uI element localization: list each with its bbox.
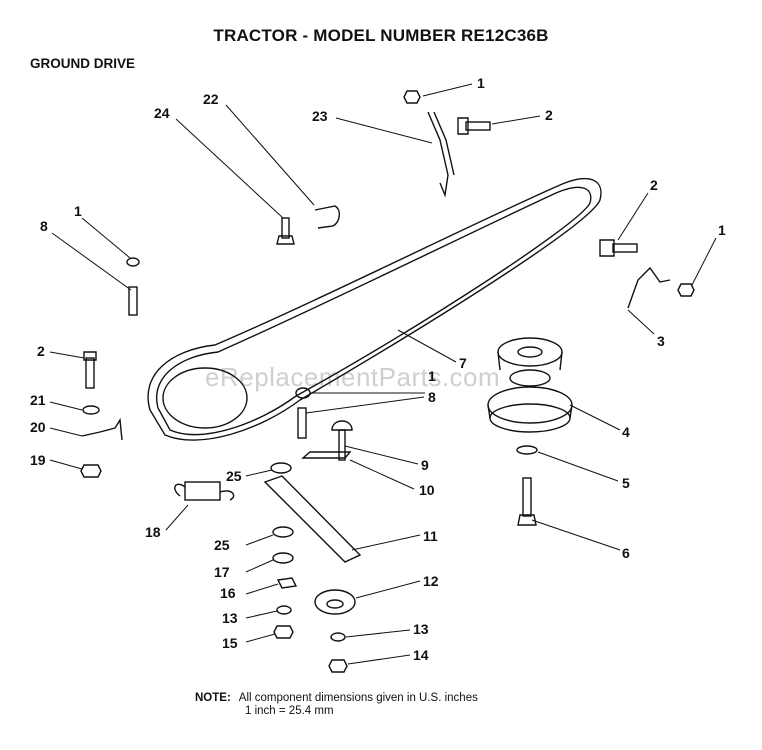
nut-15 xyxy=(273,625,294,639)
callout-13: 13 xyxy=(222,610,238,626)
clip-22 xyxy=(314,205,340,229)
callout-23: 23 xyxy=(312,108,328,124)
callout-16: 16 xyxy=(220,585,236,601)
bolt-2c xyxy=(85,357,95,389)
washer-25a xyxy=(270,462,292,474)
callout-1: 1 xyxy=(74,203,82,219)
nut-14 xyxy=(328,659,348,673)
callout-10: 10 xyxy=(419,482,435,498)
bolt-24 xyxy=(281,217,290,239)
diagram-title: TRACTOR - MODEL NUMBER RE12C36B xyxy=(213,26,549,45)
note-line-2: 1 inch = 25.4 mm xyxy=(245,705,334,717)
diagram-subtitle: GROUND DRIVE xyxy=(30,56,136,71)
callout-25: 25 xyxy=(226,468,242,484)
idler-arm-11 xyxy=(263,475,362,563)
callout-24: 24 xyxy=(154,105,170,121)
callout-1: 1 xyxy=(477,75,485,91)
callout-11: 11 xyxy=(423,528,438,544)
callout-2: 2 xyxy=(545,107,553,123)
nut-19 xyxy=(80,464,102,478)
callout-5: 5 xyxy=(622,475,630,491)
stud-8a xyxy=(128,286,138,316)
bolt-2a xyxy=(465,121,491,131)
bolt-9 xyxy=(331,420,353,431)
washer-17 xyxy=(272,552,294,564)
callout-2: 2 xyxy=(37,343,45,359)
callout-8: 8 xyxy=(40,218,48,234)
pulley-12 xyxy=(314,589,356,615)
watermark: eReplacementParts.com xyxy=(205,362,501,392)
callout-9: 9 xyxy=(421,457,429,473)
bracket-3 xyxy=(627,266,671,309)
dimension-note: NOTE: All component dimensions given in U… xyxy=(195,692,478,718)
washer-5 xyxy=(516,445,538,455)
callout-14: 14 xyxy=(413,647,429,663)
drive-belt xyxy=(147,177,602,441)
washer-21 xyxy=(82,405,100,415)
callout-7: 7 xyxy=(459,355,467,371)
callout-1: 1 xyxy=(428,368,436,384)
bracket-10 xyxy=(301,451,352,459)
bolt-2b xyxy=(612,243,638,253)
callout-22: 22 xyxy=(203,91,219,107)
nut-1a xyxy=(403,90,421,104)
washer-13a xyxy=(276,605,292,615)
callout-6: 6 xyxy=(622,545,630,561)
note-label: NOTE: xyxy=(195,692,231,704)
callout-25: 25 xyxy=(214,537,230,553)
bolt-6 xyxy=(522,477,532,517)
callout-18: 18 xyxy=(145,524,161,540)
spring-18 xyxy=(174,481,235,501)
note-line-1: All component dimensions given in U.S. i… xyxy=(238,692,478,704)
part-16 xyxy=(276,577,298,589)
callout-2: 2 xyxy=(650,177,658,193)
callout-15: 15 xyxy=(222,635,238,651)
bracket-23 xyxy=(427,111,449,198)
callout-1: 1 xyxy=(718,222,726,238)
callout-12: 12 xyxy=(423,573,439,589)
callout-8: 8 xyxy=(428,389,436,405)
nut-1d xyxy=(295,387,311,399)
callout-19: 19 xyxy=(30,452,46,468)
nut-1c xyxy=(677,283,695,297)
bracket-20 xyxy=(81,417,123,441)
stud-8b xyxy=(297,407,307,439)
pulley-4 xyxy=(487,337,573,433)
callout-3: 3 xyxy=(657,333,665,349)
callout-21: 21 xyxy=(30,392,46,408)
callout-20: 20 xyxy=(30,419,46,435)
callout-13: 13 xyxy=(413,621,429,637)
callout-17: 17 xyxy=(214,564,230,580)
belt-pulley-area xyxy=(162,367,248,429)
callout-4: 4 xyxy=(622,424,630,440)
washer-13b xyxy=(330,632,346,642)
nut-1b xyxy=(126,257,140,267)
washer-25b xyxy=(272,526,294,538)
